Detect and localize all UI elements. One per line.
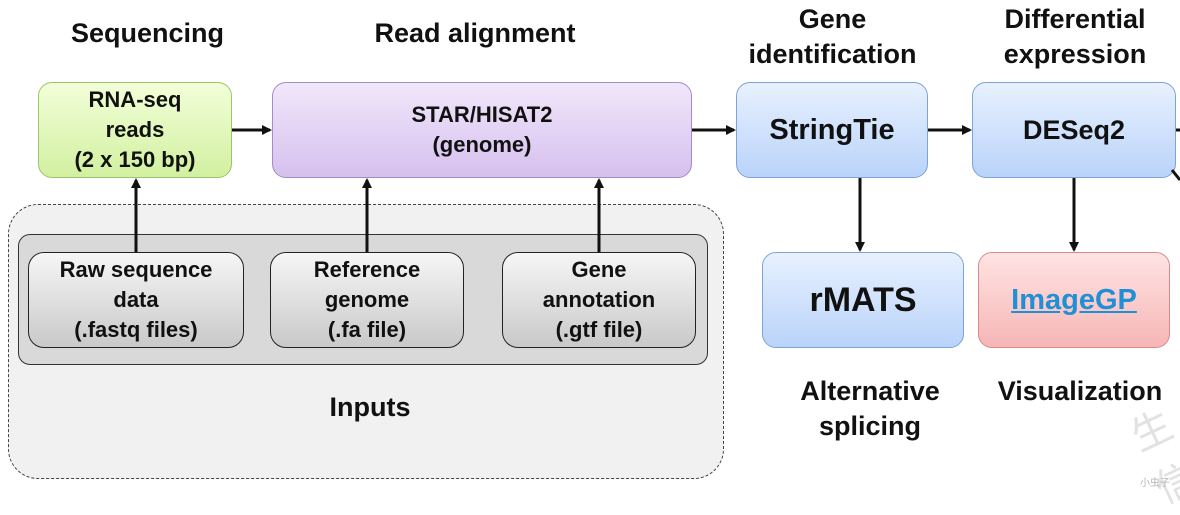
- rnaseq-reads-box: RNA-seq reads (2 x 150 bp): [38, 82, 232, 178]
- header-inputs: Inputs: [329, 392, 411, 422]
- imagegp-box: ImageGP: [978, 252, 1170, 348]
- arrow-deseq2-diagonal: [1170, 169, 1180, 181]
- watermark-small: 小虫子: [1140, 478, 1170, 489]
- deseq2-box: DESeq2: [972, 82, 1176, 178]
- header-differential-expression: Differential expression: [1003, 4, 1147, 69]
- connector-arrows: [131, 125, 1180, 252]
- header-gene-identification: Gene identification: [748, 4, 917, 69]
- header-sequencing: Sequencing: [70, 18, 225, 48]
- raw-sequence-data-box: Raw sequence data (.fastq files): [28, 252, 244, 348]
- rmats-box: rMATS: [762, 252, 964, 348]
- stringtie-box: StringTie: [736, 82, 928, 178]
- header-alternative-splicing: Alternative splicing: [800, 376, 940, 441]
- header-visualization: Visualization: [997, 376, 1163, 406]
- imagegp-link[interactable]: ImageGP: [1011, 283, 1137, 316]
- gene-annotation-box: Gene annotation (.gtf file): [502, 252, 696, 348]
- reference-genome-box: Reference genome (.fa file): [270, 252, 464, 348]
- star-hisat2-box: STAR/HISAT2 (genome): [272, 82, 692, 178]
- header-read-alignment: Read alignment: [374, 18, 576, 48]
